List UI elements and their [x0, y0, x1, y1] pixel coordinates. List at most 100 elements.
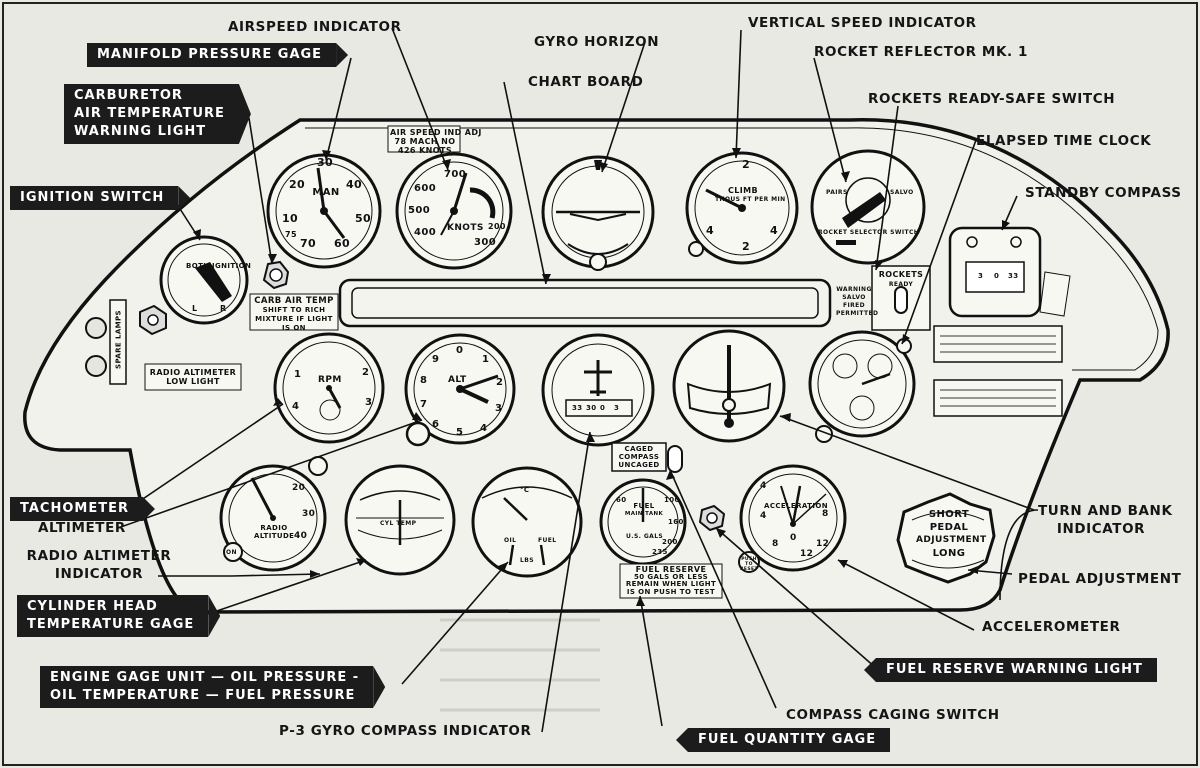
altimeter-tick: 3	[495, 403, 503, 414]
standby-compass-tick: 33	[1008, 272, 1019, 280]
engine-gage-unit	[471, 466, 583, 578]
rockets-switch-sub: READY	[888, 281, 914, 288]
radio-altitude-face-label: RADIO ALTITUDE	[254, 524, 295, 540]
chart-board	[338, 278, 832, 328]
airspeed-tick: 700	[444, 169, 467, 180]
compass-caging-switch	[611, 442, 683, 473]
push-to-reset-button[interactable]: PUSH TO RESET	[740, 557, 758, 572]
callout-carburetor-warning-light: CARBURETOR AIR TEMPERATURE WARNING LIGHT	[64, 84, 239, 144]
compass-card-tick: 3	[614, 404, 620, 412]
rocket-selector-gage	[810, 149, 926, 265]
manifold-tick: 75	[285, 230, 297, 239]
fuel-gage-units: U.S. GALS	[626, 533, 664, 540]
callout-p3-gyro-compass-indicator: P-3 GYRO COMPASS INDICATOR	[279, 723, 532, 739]
accel-tick: 4	[760, 511, 767, 521]
altimeter-tick: 4	[480, 423, 488, 434]
radio-alt-tick: 30	[302, 509, 316, 519]
callout-rocket-reflector: ROCKET REFLECTOR MK. 1	[814, 44, 1029, 60]
rocket-selector-pairs: PAIRS	[826, 189, 848, 196]
salvo-warning-placard: WARNING SALVO FIRED PERMITTED	[836, 286, 879, 317]
airspeed-tick: 500	[408, 205, 431, 216]
callout-accelerometer: ACCELEROMETER	[982, 619, 1121, 635]
standby-compass-tick: 0	[994, 272, 1000, 280]
vsi-face-label: CLIMB THOUS FT PER MIN	[715, 186, 786, 203]
callout-gyro-horizon: GYRO HORIZON	[534, 34, 660, 50]
rockets-switch-label: ROCKETS	[878, 270, 924, 279]
airspeed-tick: 400	[414, 227, 437, 238]
callout-ignition-switch: IGNITION SWITCH	[10, 186, 179, 210]
carb-air-temp-placard: CARB AIR TEMP SHIFT TO RICH MIXTURE IF L…	[254, 296, 334, 333]
pedal-adjustment-plate-text: SHORT PEDAL ADJUSTMENT LONG	[916, 509, 987, 559]
accel-tick: 12	[816, 539, 830, 549]
tachometer-gage	[273, 332, 385, 444]
vsi-tick: 2	[742, 158, 751, 171]
radio-altimeter-gage	[219, 456, 328, 572]
elapsed-time-clock	[808, 330, 916, 443]
ignition-face-label: BOTH	[186, 262, 210, 270]
rocket-selector-salvo: SALVO	[890, 189, 914, 196]
airspeed-tick: 200	[488, 222, 506, 231]
airspeed-adjust-placard: AIR SPEED IND ADJ 78 MACH NO 426 KNOTS	[390, 128, 482, 155]
fuel-gage-face-label: FUEL MAIN TANK	[624, 502, 664, 517]
radio-altimeter-low-light-placard: RADIO ALTIMETER LOW LIGHT	[149, 368, 237, 386]
altimeter-tick: 7	[420, 399, 428, 410]
radio-alt-on-button: ON	[226, 549, 237, 556]
accel-tick: 8	[772, 539, 779, 549]
rpm-tick: 1	[294, 369, 302, 380]
callout-pedal-adjustment: PEDAL ADJUSTMENT	[1018, 571, 1182, 587]
vsi-tick: 4	[706, 224, 715, 237]
accel-tick: 12	[800, 549, 814, 559]
spare-lamps	[85, 299, 167, 385]
carb-warning-light	[262, 260, 290, 290]
engine-unit-label: FUEL	[538, 537, 557, 544]
fuel-quantity-gage	[599, 478, 723, 599]
manifold-face-label: MAN	[312, 187, 340, 198]
callout-turn-and-bank-indicator: TURN AND BANK INDICATOR	[1038, 503, 1173, 537]
turn-and-bank-gage	[672, 329, 786, 443]
callout-chart-board: CHART BOARD	[528, 74, 644, 90]
manifold-tick: 10	[282, 212, 299, 225]
compass-caged-placard: CAGED COMPASS UNCAGED	[618, 445, 660, 469]
vsi-tick: 2	[742, 240, 751, 253]
accel-tick: 0	[790, 533, 797, 543]
rpm-tick: 2	[362, 367, 370, 378]
rpm-tick: 3	[365, 397, 373, 408]
manifold-tick: 40	[346, 178, 363, 191]
fuel-tick: 100	[664, 496, 680, 504]
compass-correction-cards	[933, 325, 1063, 417]
rocket-selector-label: ROCKET SELECTOR SWITCH	[818, 229, 920, 236]
cyl-temp-face-label: CYL TEMP	[380, 520, 417, 527]
callout-manifold-pressure-gage: MANIFOLD PRESSURE GAGE	[87, 43, 337, 67]
gyro-horizon	[541, 155, 655, 271]
compass-card-tick: 33	[572, 404, 583, 412]
engine-unit-label: OIL	[504, 537, 517, 544]
callout-altimeter: ALTIMETER	[38, 520, 126, 536]
rpm-face-label: RPM	[318, 375, 342, 385]
airspeed-gage	[387, 125, 513, 270]
ignition-right: R	[220, 304, 227, 313]
engine-unit-label: °C	[520, 486, 530, 494]
callout-rockets-ready-safe-switch: ROCKETS READY-SAFE SWITCH	[868, 91, 1116, 107]
fuel-reserve-warning-light	[698, 504, 726, 532]
callout-airspeed-indicator: AIRSPEED INDICATOR	[228, 19, 402, 35]
manifold-gage	[266, 153, 382, 269]
altimeter-face-label: ALT	[448, 375, 467, 385]
altimeter-gage	[404, 333, 516, 447]
callout-cylinder-head-temperature-gage: CYLINDER HEAD TEMPERATURE GAGE	[17, 595, 209, 637]
altimeter-tick: 0	[456, 345, 464, 356]
rockets-ready-safe-switch	[871, 265, 931, 331]
callout-fuel-quantity-gage: FUEL QUANTITY GAGE	[688, 728, 891, 752]
airspeed-face-label: KNOTS	[447, 223, 484, 233]
callout-vertical-speed-indicator: VERTICAL SPEED INDICATOR	[748, 15, 977, 31]
callout-standby-compass: STANDBY COMPASS	[1025, 185, 1182, 201]
accelerometer-face-label: ACCELERATION	[764, 502, 828, 510]
vertical-speed-gage	[685, 151, 799, 265]
pedal-adjustment-plate	[896, 492, 996, 584]
radio-alt-tick: 40	[294, 531, 308, 541]
airspeed-tick: 300	[474, 237, 497, 248]
altimeter-tick: 2	[496, 377, 504, 388]
manifold-tick: 30	[317, 156, 334, 169]
manifold-tick: 50	[355, 212, 372, 225]
